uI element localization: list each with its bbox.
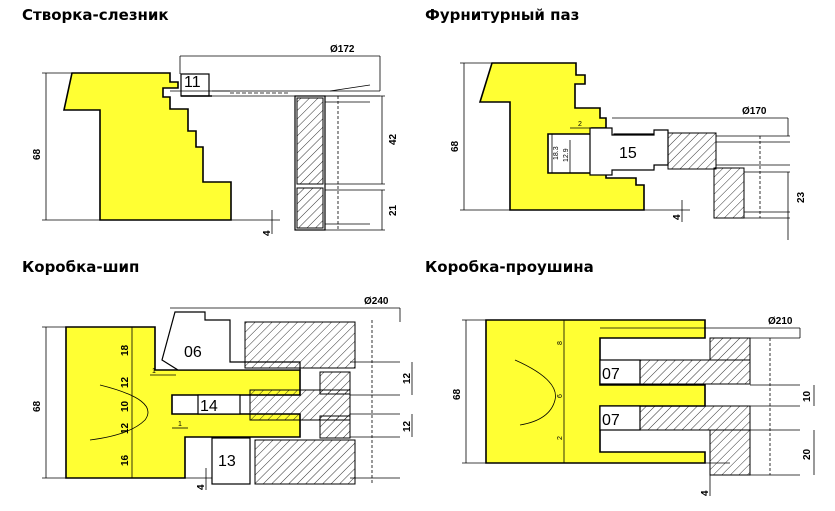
label-knife-06: 06 — [184, 344, 202, 361]
dim-proushina-10: 10 — [802, 390, 813, 402]
title-korobka-proushina: Коробка-проушина — [425, 258, 594, 276]
dim-furniture-23: 23 — [796, 191, 807, 203]
dim-ship-1b: 1 — [178, 421, 182, 428]
title-stvorka: Створка-слезник — [22, 6, 169, 24]
dim-proushina-6: 6 — [557, 394, 564, 398]
dim-ship-18: 18 — [120, 344, 131, 356]
dim-ship-r12b: 12 — [402, 420, 413, 432]
dim-proushina-20: 20 — [802, 448, 813, 460]
diagram-korobka-proushina: 07 07 Ø210 68 8 6 2 10 20 4 — [452, 316, 815, 496]
dim-proushina-2: 2 — [557, 436, 564, 440]
dim-ship-12a: 12 — [120, 376, 131, 388]
dim-furniture-129: 12.9 — [563, 148, 570, 162]
dim-stvorka-42: 42 — [388, 133, 399, 145]
dim-ship-12b: 12 — [120, 422, 131, 434]
diagram-furniture: Ø170 15 68 23 4 2 18.3 12.9 — [450, 62, 807, 240]
title-korobka-ship: Коробка-шип — [22, 258, 140, 276]
dim-ship-r12a: 12 — [402, 372, 413, 384]
dim-stvorka-68: 68 — [32, 148, 43, 160]
dim-furniture-68: 68 — [450, 140, 461, 152]
profile-korobka-proushina — [485, 319, 706, 464]
dim-furniture-4: 4 — [672, 214, 683, 220]
dim-furniture-2: 2 — [578, 121, 582, 128]
dim-ship-10: 10 — [120, 400, 131, 412]
dim-proushina-dia: Ø210 — [768, 316, 793, 327]
label-knife-11: 11 — [184, 74, 201, 91]
profile-stvorka — [63, 72, 232, 221]
dim-stvorka-21: 21 — [388, 204, 399, 216]
dim-stvorka-dia: Ø172 — [330, 44, 355, 55]
label-knife-13: 13 — [218, 453, 236, 470]
dim-ship-16: 16 — [120, 454, 131, 466]
dim-stvorka-4: 4 — [262, 230, 273, 236]
dim-proushina-4: 4 — [700, 490, 711, 496]
diagram-korobka-ship: 06 14 13 Ø240 68 18 12 10 12 16 12 12 4 … — [32, 296, 413, 490]
label-knife-14: 14 — [200, 398, 218, 415]
dim-ship-68: 68 — [32, 400, 43, 412]
dim-ship-1a: 1 — [152, 368, 156, 375]
dim-ship-4: 4 — [196, 484, 207, 490]
diagram-stvorka: Ø172 11 68 42 21 4 — [32, 44, 399, 236]
dim-furniture-dia: Ø170 — [742, 106, 767, 117]
dim-proushina-8: 8 — [557, 341, 564, 345]
title-furniture-groove: Фурнитурный паз — [425, 6, 580, 24]
dim-ship-dia: Ø240 — [364, 296, 389, 307]
dim-furniture-183: 18.3 — [553, 146, 560, 160]
label-knife-07a: 07 — [602, 366, 620, 383]
label-knife-07b: 07 — [602, 412, 620, 429]
label-knife-15: 15 — [619, 145, 637, 162]
dim-proushina-68: 68 — [452, 388, 463, 400]
